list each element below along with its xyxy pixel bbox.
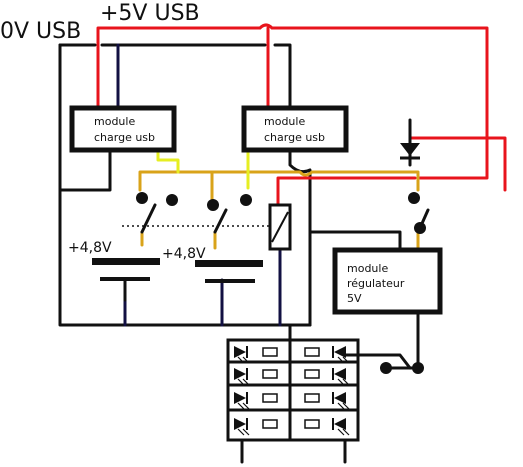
charge-module-1-label-line1: module [94, 115, 135, 128]
positive-wires [96, 23, 507, 207]
led-icon [334, 368, 346, 380]
resistor [304, 419, 320, 429]
charge-module-2-box [241, 105, 349, 153]
battery-1 [92, 258, 160, 302]
resistor [304, 347, 320, 357]
battery-1-voltage: +4,8V [68, 240, 112, 256]
charge-module-1-box [69, 105, 177, 153]
light-arrow-icon [242, 356, 250, 364]
battery-2-voltage: +4,8V [162, 246, 206, 262]
led-matrix [226, 338, 360, 464]
regulator-module-box [332, 247, 443, 315]
light-arrow-icon [242, 378, 250, 386]
battery-negative-wires [116, 43, 282, 327]
regulator-label-line1: module [347, 262, 388, 275]
resistor [262, 369, 278, 379]
diode [400, 118, 420, 167]
charge-module-1-label-line2: charge usb [94, 131, 155, 144]
light-arrow-icon [342, 356, 350, 364]
switch-contact [380, 362, 392, 374]
switch-contact [207, 199, 219, 211]
regulator-label-line2: régulateur [347, 277, 405, 290]
charge-module-2-label-line2: charge usb [264, 131, 325, 144]
light-arrow-icon [337, 356, 345, 364]
zero-v-usb-label: 0V USB [0, 19, 81, 44]
led-icon [334, 392, 346, 404]
led-icon [334, 418, 346, 430]
resistor [262, 347, 278, 357]
led-icon [234, 392, 246, 404]
switch-contact [136, 192, 148, 204]
plus5v-usb-label: +5V USB [100, 1, 200, 26]
light-arrow-icon [242, 402, 250, 410]
resistor [262, 419, 278, 429]
resistor [304, 393, 320, 403]
switch-contact [166, 194, 178, 206]
led-cells [234, 346, 350, 436]
charge-module-2-label-line1: module [264, 115, 305, 128]
resistor [262, 393, 278, 403]
relay [268, 203, 292, 251]
battery-2 [195, 260, 263, 283]
light-arrow-icon [337, 428, 345, 436]
led-icon [234, 346, 246, 358]
light-arrow-icon [342, 378, 350, 386]
charge-output-wires [138, 170, 420, 250]
led-icon [234, 418, 246, 430]
regulator-label-line3: 5V [347, 292, 362, 305]
charger-yellow-wires [156, 148, 250, 190]
light-arrow-icon [237, 402, 245, 410]
light-arrow-icon [237, 356, 245, 364]
resistor [304, 369, 320, 379]
led-icon [234, 368, 246, 380]
light-arrow-icon [237, 428, 245, 436]
light-arrow-icon [342, 402, 350, 410]
switch-contact [408, 192, 420, 204]
light-arrow-icon [237, 378, 245, 386]
switch-contacts [122, 192, 430, 234]
light-arrow-icon [342, 428, 350, 436]
light-arrow-icon [337, 402, 345, 410]
light-arrow-icon [242, 428, 250, 436]
light-arrow-icon [337, 378, 345, 386]
switch-contact [240, 194, 252, 206]
led-icon [334, 346, 346, 358]
switch-contact [412, 362, 424, 374]
